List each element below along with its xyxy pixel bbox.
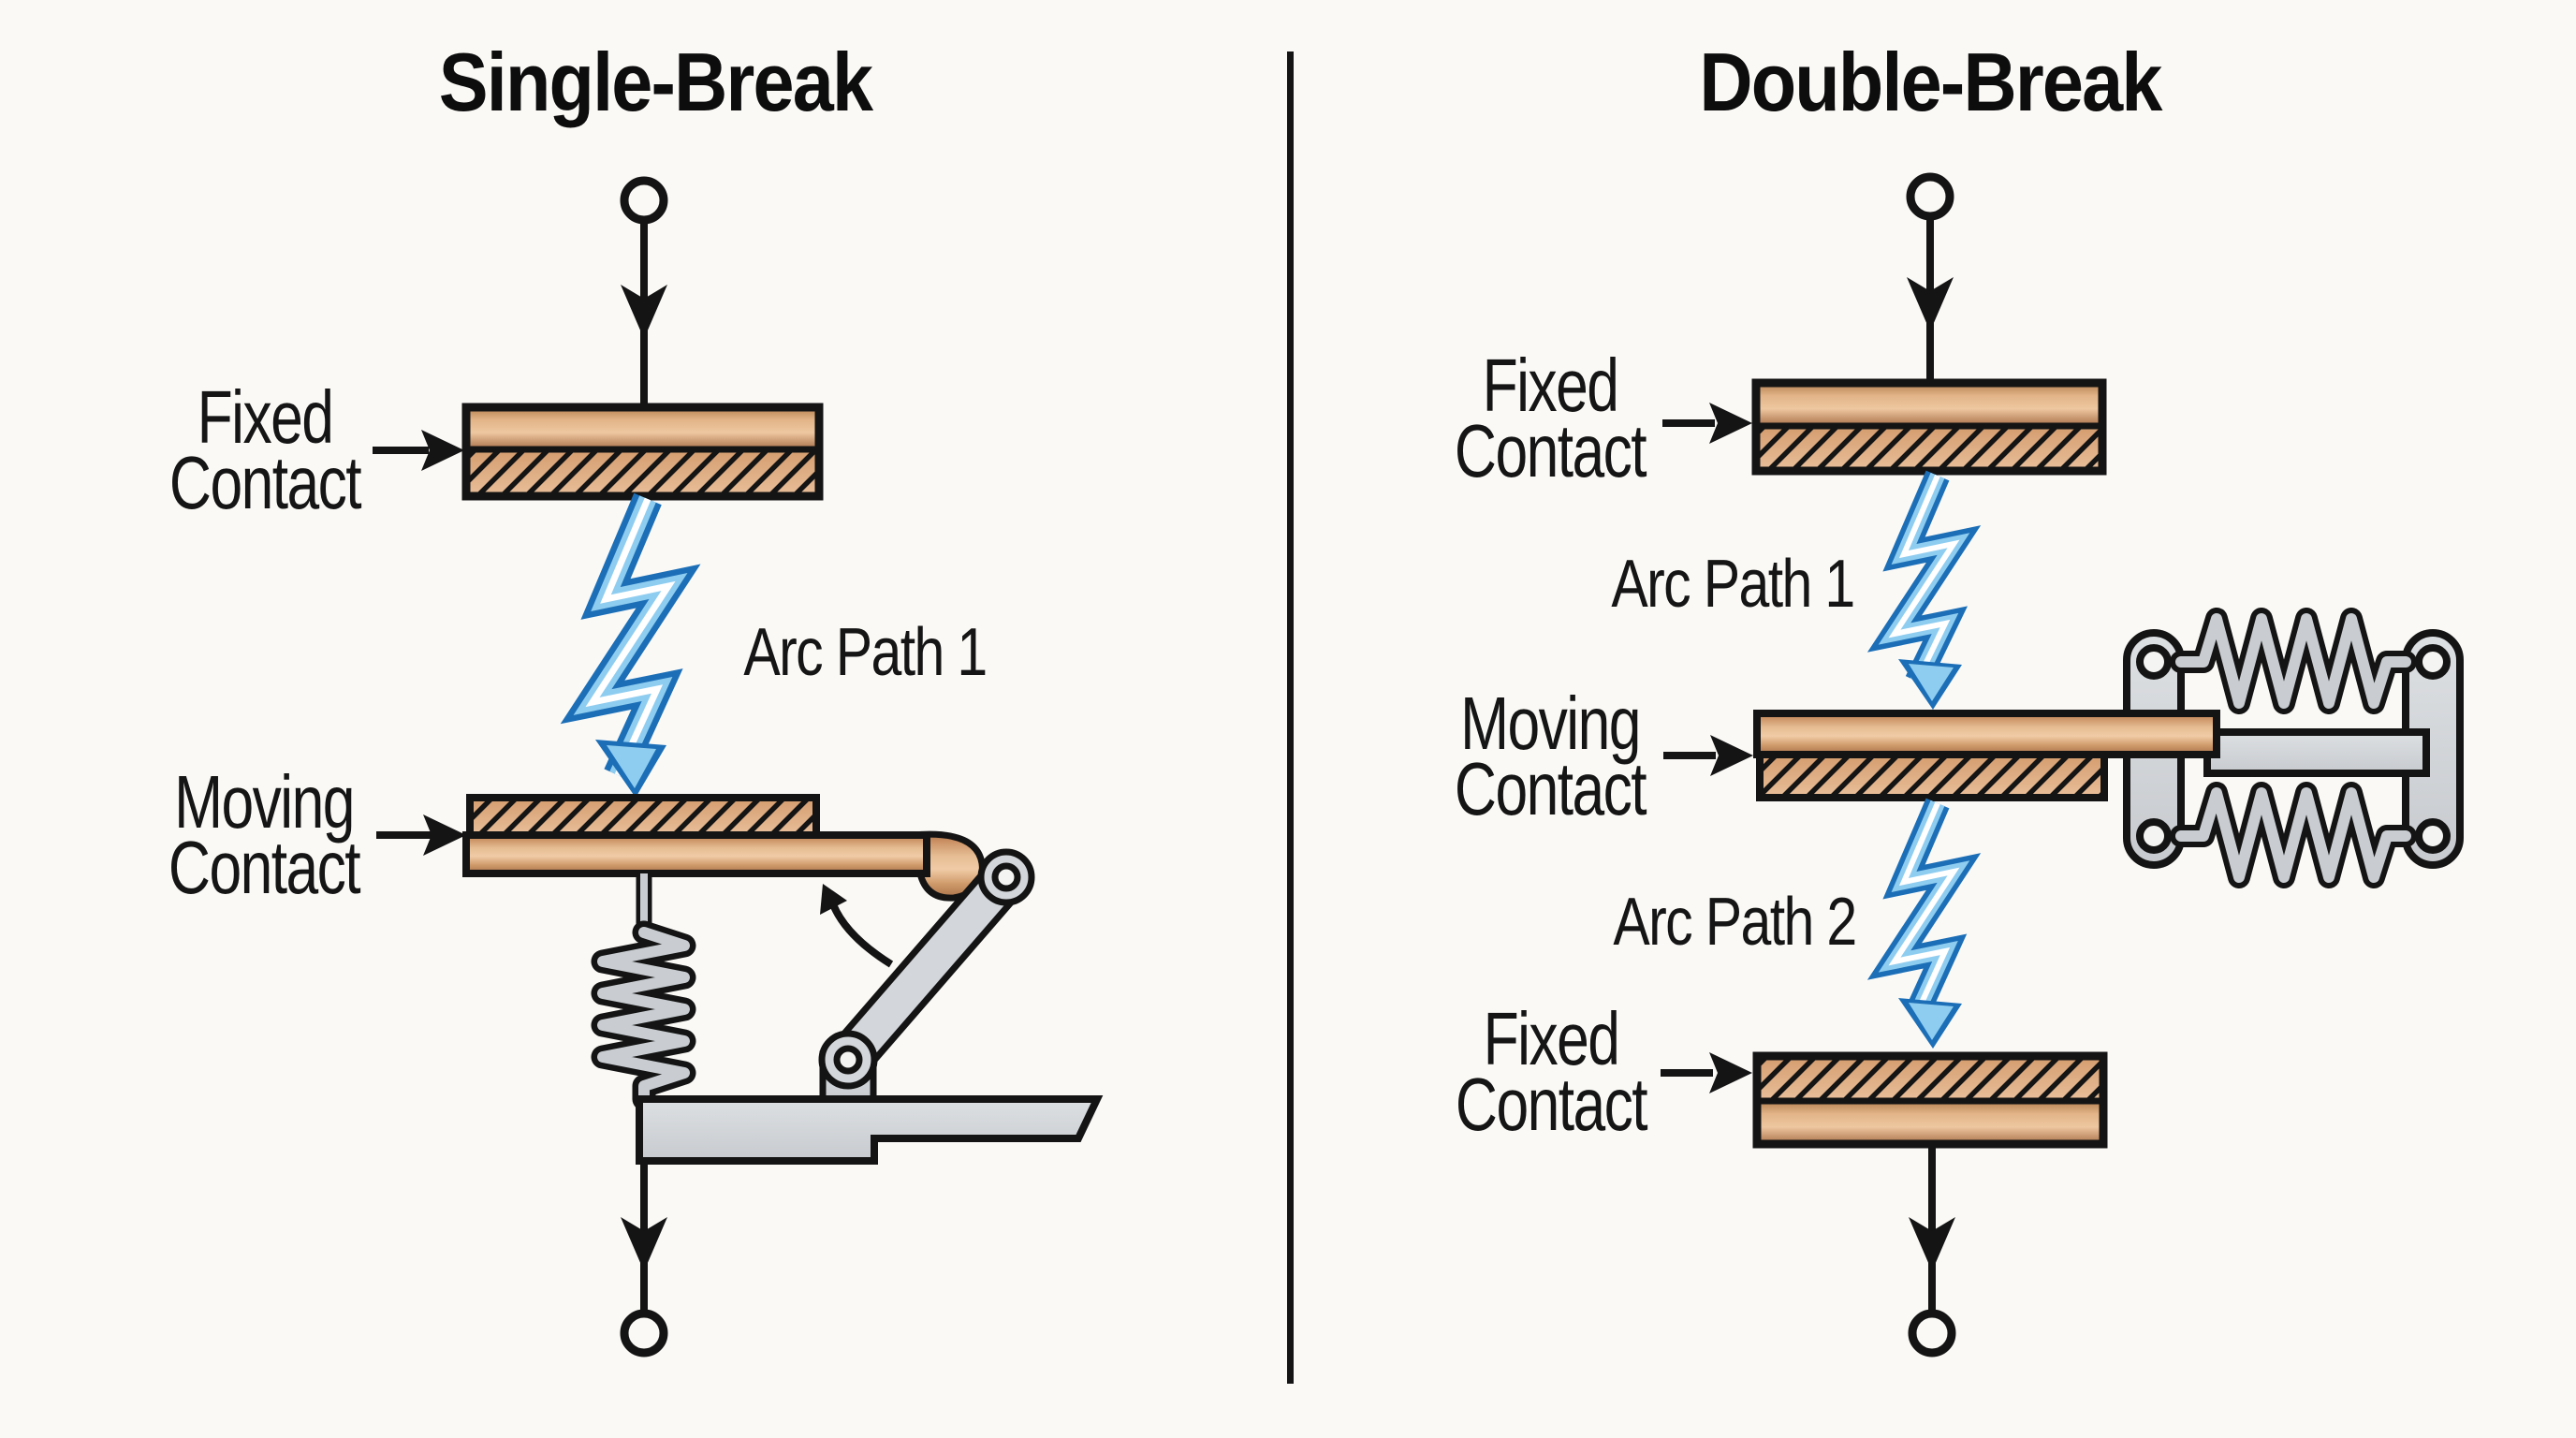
left-top-terminal-icon [620, 176, 668, 405]
left-panel-graphics [373, 176, 1104, 1357]
current-arrow-icon [621, 1217, 667, 1271]
assembly-center-bar [2203, 728, 2430, 777]
right-moving-contact-pointer [1663, 735, 1753, 776]
left-panel-title: Single-Break [438, 36, 873, 128]
assembly-corner-holes [2136, 644, 2451, 854]
right-fixed-contact-bottom-label: Fixed Contact [1455, 997, 1648, 1146]
assembly-top-spring [2170, 608, 2417, 714]
left-moving-contact-label: Moving Contact [168, 760, 361, 909]
left-moving-contact-bar [462, 794, 986, 902]
left-fixed-contact-bar [461, 403, 824, 501]
lever-elbow-pivot [818, 1030, 878, 1090]
arc-lightning-icon [560, 492, 701, 798]
panel-divider-line [1287, 51, 1294, 1384]
right-fixed-contact-bottom-bar [1752, 1051, 2108, 1149]
right-fixed-contact-top-label: Fixed Contact [1454, 344, 1647, 492]
left-return-spring [591, 873, 696, 1111]
assembly-bottom-spring [2170, 782, 2417, 888]
arc-lightning-icon [1866, 470, 1982, 710]
right-arc-path-1-label: Arc Path 1 [1611, 547, 1855, 622]
base-bracket [636, 1095, 1104, 1165]
current-arrow-icon [621, 285, 667, 339]
left-fixed-contact-pointer [373, 430, 464, 471]
lever-top-pivot [977, 848, 1035, 906]
left-fixed-contact-label: Fixed Contact [168, 375, 362, 524]
right-panel-title: Double-Break [1699, 36, 2162, 128]
right-panel-graphics [1661, 172, 2464, 1357]
current-arrow-icon [1907, 277, 1954, 331]
right-arc-path-2-label: Arc Path 2 [1613, 885, 1857, 960]
left-arc-path-1-label: Arc Path 1 [743, 615, 988, 690]
motion-arrow-icon [820, 884, 894, 968]
right-moving-contact-label: Moving Contact [1454, 682, 1647, 830]
lever-upper-link [825, 854, 1030, 1083]
right-moving-contact-bar [1753, 710, 2220, 801]
arc-lightning-icon [1866, 798, 1982, 1049]
current-arrow-icon [1909, 1217, 1955, 1271]
right-top-terminal-icon [1906, 172, 1954, 382]
left-moving-contact-pointer [376, 814, 466, 856]
right-fixed-contact-bottom-pointer [1661, 1052, 1752, 1093]
right-fixed-contact-top-bar [1751, 378, 2107, 476]
left-bottom-terminal-icon [620, 1161, 668, 1357]
right-bottom-terminal-icon [1908, 1144, 1956, 1357]
right-fixed-contact-top-pointer [1662, 403, 1752, 444]
